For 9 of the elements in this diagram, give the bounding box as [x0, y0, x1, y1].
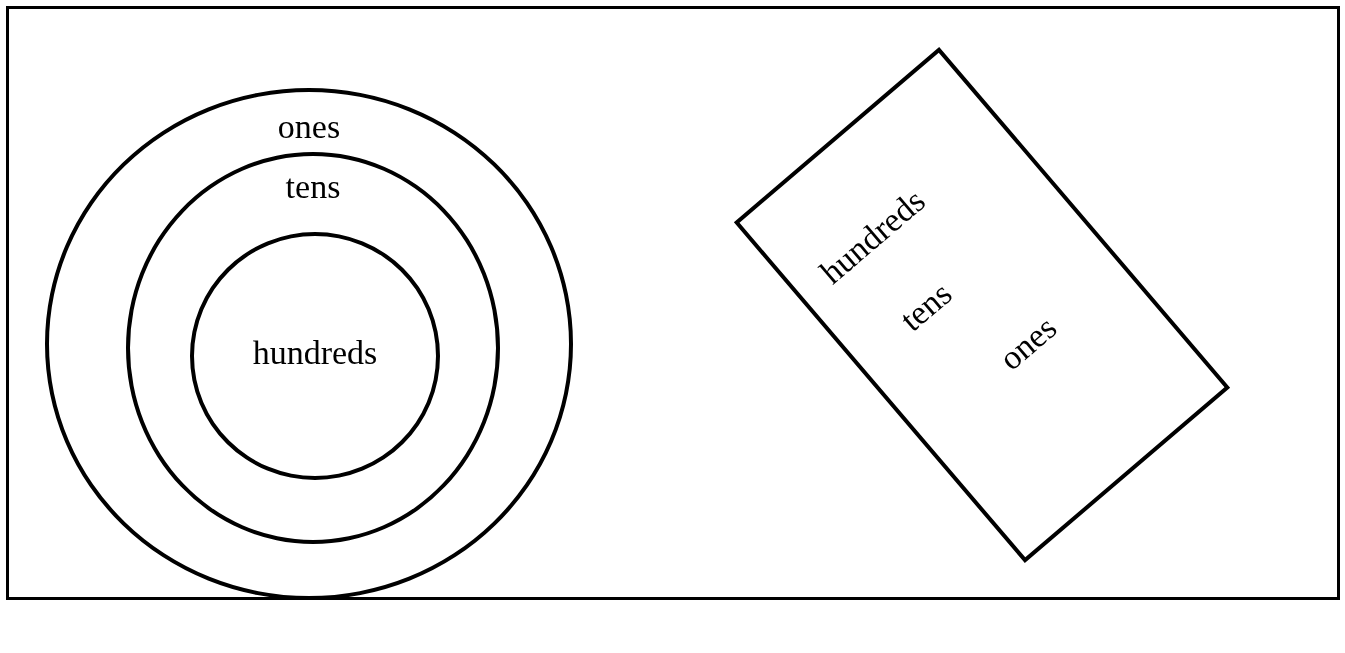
ring	[126, 152, 500, 544]
ring	[45, 88, 573, 600]
place-value-label: tens	[284, 170, 342, 204]
place-value-label: tens	[894, 276, 958, 338]
place-value-label: ones	[276, 110, 342, 144]
place-value-label: hundreds	[251, 336, 379, 370]
place-value-label: ones	[993, 310, 1063, 377]
ring	[190, 232, 440, 480]
rectangle-box	[733, 47, 1231, 563]
